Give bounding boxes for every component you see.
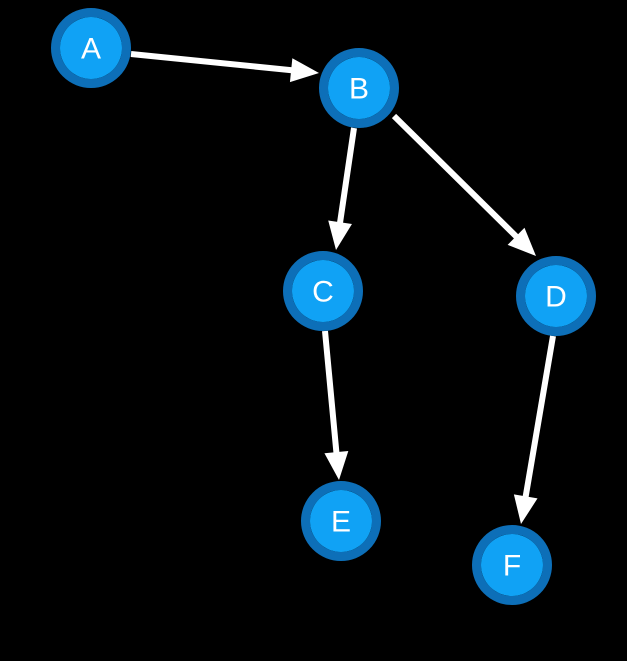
edge-a-b[interactable] xyxy=(130,51,319,83)
arrow-head-icon xyxy=(513,494,538,524)
arrow-head-icon xyxy=(324,451,349,480)
node-ring xyxy=(319,48,399,128)
node-ring xyxy=(516,256,596,336)
edge-b-d[interactable] xyxy=(391,113,536,256)
node-ring xyxy=(51,8,131,88)
node-label: B xyxy=(349,73,369,106)
node-fill xyxy=(310,490,372,552)
node-ring xyxy=(283,251,363,331)
node-fill xyxy=(292,260,354,322)
node-c[interactable]: C xyxy=(283,251,363,331)
edge-d-f[interactable] xyxy=(513,335,556,524)
node-a[interactable]: A xyxy=(51,8,131,88)
edge-b-c[interactable] xyxy=(328,127,357,250)
node-label: D xyxy=(545,281,567,314)
node-label: F xyxy=(503,550,521,583)
arrow-head-icon xyxy=(328,220,352,250)
node-label: E xyxy=(331,506,351,539)
nodes-layer: A B C D E F xyxy=(51,8,596,605)
edge-line xyxy=(336,127,357,225)
node-label: C xyxy=(312,276,334,309)
node-b[interactable]: B xyxy=(319,48,399,128)
edges-layer xyxy=(130,51,556,524)
node-fill xyxy=(328,57,390,119)
arrow-head-icon xyxy=(507,227,536,256)
node-ring xyxy=(301,481,381,561)
edge-c-e[interactable] xyxy=(322,330,349,480)
edge-line xyxy=(522,335,556,499)
node-d[interactable]: D xyxy=(516,256,596,336)
edge-line xyxy=(322,330,340,455)
node-e[interactable]: E xyxy=(301,481,381,561)
node-fill xyxy=(525,265,587,327)
node-fill xyxy=(60,17,122,79)
node-ring xyxy=(472,525,552,605)
node-f[interactable]: F xyxy=(472,525,552,605)
node-fill xyxy=(481,534,543,596)
edge-line xyxy=(391,113,520,240)
arrow-head-icon xyxy=(289,58,319,83)
node-label: A xyxy=(81,33,101,66)
edge-line xyxy=(130,51,294,74)
